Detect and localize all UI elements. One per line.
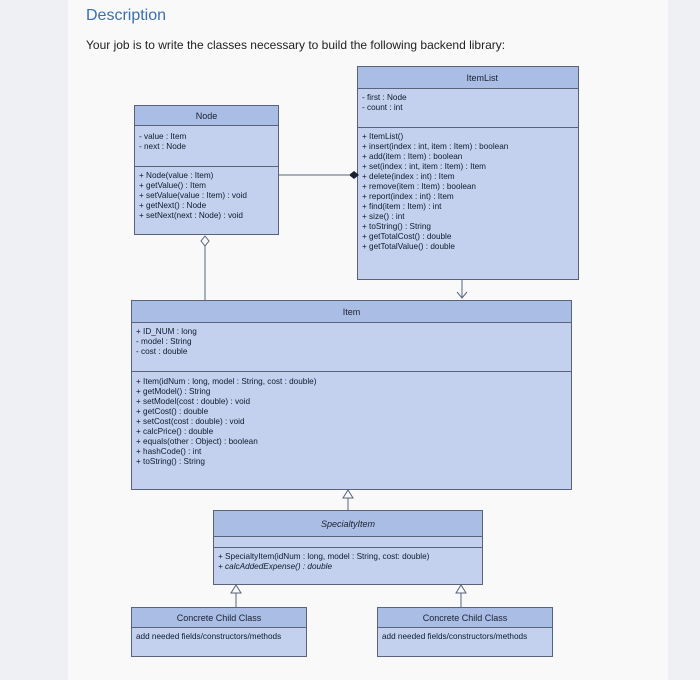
method: + remove(item : Item) : boolean xyxy=(362,182,476,191)
method: + getNext() : Node xyxy=(139,201,207,210)
class-node-methods: + Node(value : Item) + getValue() : Item… xyxy=(135,166,278,223)
attribute: + ID_NUM : long xyxy=(136,327,197,336)
method: + equals(other : Object) : boolean xyxy=(136,437,258,446)
inheritance-triangle xyxy=(230,584,242,594)
aggregation-diamond xyxy=(349,171,359,179)
method: + getTotalValue() : double xyxy=(362,242,455,251)
class-itemlist-name: ItemList xyxy=(358,67,578,89)
page-title: Description xyxy=(86,7,167,24)
class-specialtyitem-methods: + SpecialtyItem(idNum : long, model : St… xyxy=(214,547,482,574)
attribute: - cost : double xyxy=(136,347,188,356)
inheritance-triangle xyxy=(455,584,467,594)
method: + calcAddedExpense() : double xyxy=(218,562,333,571)
method: + insert(index : int, item : Item) : boo… xyxy=(362,142,509,151)
aggregation-diamond-hollow xyxy=(200,235,210,247)
method: + ItemList() xyxy=(362,132,404,141)
class-item: Item + ID_NUM : long - model : String - … xyxy=(131,300,572,490)
method: + hashCode() : int xyxy=(136,447,202,456)
method: + calcPrice() : double xyxy=(136,427,214,436)
class-item-attributes: + ID_NUM : long - model : String - cost … xyxy=(132,323,571,371)
method: + toString() : String xyxy=(362,222,431,231)
page-intro: Your job is to write the classes necessa… xyxy=(86,38,506,52)
method: + delete(index : int) : Item xyxy=(362,172,455,181)
method: + set(index : int, item : Item) : Item xyxy=(362,162,486,171)
method: + Node(value : Item) xyxy=(139,171,214,180)
method: + add(item : Item) : boolean xyxy=(362,152,463,161)
method: + toString() : String xyxy=(136,457,205,466)
method: + size() : int xyxy=(362,212,405,221)
inheritance-triangle xyxy=(342,489,354,499)
class-node-name: Node xyxy=(135,106,278,126)
attribute: - next : Node xyxy=(139,142,186,151)
attribute: - count : int xyxy=(362,103,403,112)
method: + setNext(next : Node) : void xyxy=(139,211,243,220)
class-concrete-right-body: add needed fields/constructors/methods xyxy=(382,632,528,641)
method: + setCost(cost : double) : void xyxy=(136,417,245,426)
class-concrete-left-name: Concrete Child Class xyxy=(132,608,306,628)
method: + getCost() : double xyxy=(136,407,209,416)
method: + setModel(cost : double) : void xyxy=(136,397,251,406)
method: + getValue() : Item xyxy=(139,181,206,190)
class-node-attributes: - value : Item - next : Node xyxy=(135,126,278,166)
attribute: - first : Node xyxy=(362,93,407,102)
class-itemlist-methods: + ItemList() + insert(index : int, item … xyxy=(358,127,578,254)
arrowhead xyxy=(456,291,468,299)
method: + getTotalCost() : double xyxy=(362,232,452,241)
method: + Item(idNum : long, model : String, cos… xyxy=(136,377,317,386)
class-concrete-right-name: Concrete Child Class xyxy=(378,608,552,628)
class-node: Node - value : Item - next : Node + Node… xyxy=(134,105,279,235)
class-itemlist: ItemList - first : Node - count : int + … xyxy=(357,66,579,280)
class-concrete-right-body-section: add needed fields/constructors/methods xyxy=(378,628,552,644)
method: + getModel() : String xyxy=(136,387,211,396)
method: + setValue(value : Item) : void xyxy=(139,191,247,200)
class-specialtyitem-name: SpecialtyItem xyxy=(214,511,482,537)
class-item-methods: + Item(idNum : long, model : String, cos… xyxy=(132,371,571,469)
attribute: - model : String xyxy=(136,337,192,346)
class-concrete-left-body-section: add needed fields/constructors/methods xyxy=(132,628,306,644)
method: + SpecialtyItem(idNum : long, model : St… xyxy=(218,552,430,561)
class-specialtyitem: SpecialtyItem + SpecialtyItem(idNum : lo… xyxy=(213,510,483,585)
class-concrete-left-body: add needed fields/constructors/methods xyxy=(136,632,282,641)
method: + find(item : Item) : int xyxy=(362,202,442,211)
class-concrete-left: Concrete Child Class add needed fields/c… xyxy=(131,607,307,657)
class-itemlist-attributes: - first : Node - count : int xyxy=(358,89,578,127)
class-item-name: Item xyxy=(132,301,571,323)
class-concrete-right: Concrete Child Class add needed fields/c… xyxy=(377,607,553,657)
attribute: - value : Item xyxy=(139,132,187,141)
method: + report(index : int) : Item xyxy=(362,192,454,201)
